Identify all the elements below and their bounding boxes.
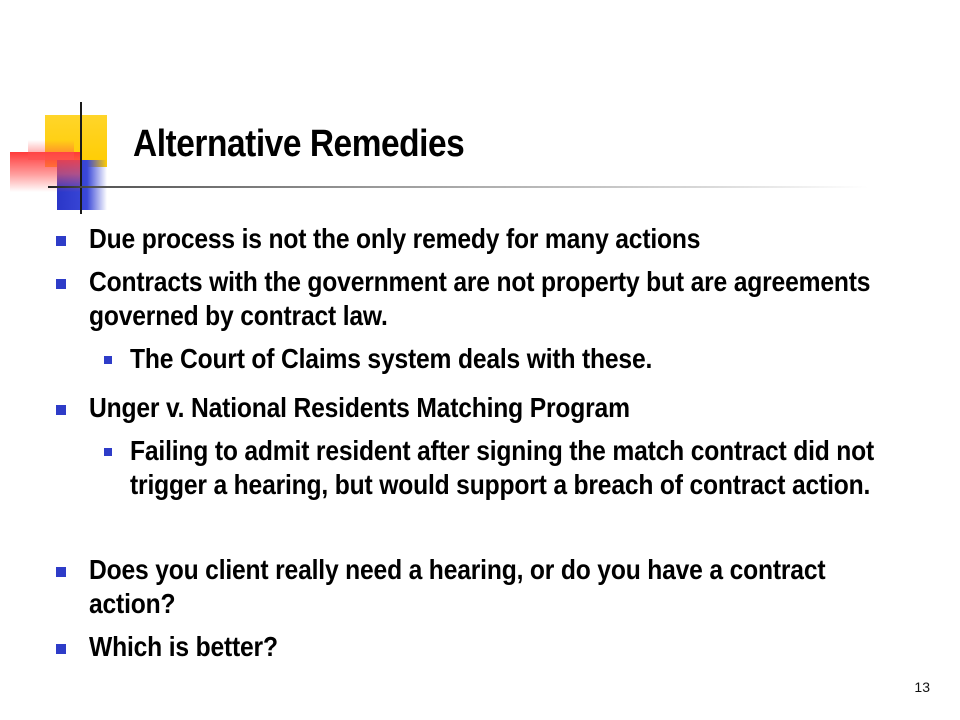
bullet-item: Due process is not the only remedy for m… [56, 222, 960, 256]
bullet-text: Contracts with the government are not pr… [89, 266, 871, 331]
square-bullet-icon [56, 236, 66, 246]
bullet-text: Which is better? [89, 631, 278, 662]
decorative-vertical-line [80, 102, 82, 214]
square-bullet-icon [104, 448, 112, 456]
bullet-text: Failing to admit resident after signing … [130, 435, 875, 500]
bullet-item: Unger v. National Residents Matching Pro… [56, 391, 960, 425]
page-number: 13 [914, 679, 930, 695]
square-bullet-icon [56, 279, 66, 289]
slide-title: Alternative Remedies [133, 123, 465, 165]
title-underline-divider [48, 186, 868, 188]
square-bullet-icon [56, 567, 66, 577]
square-bullet-icon [104, 356, 112, 364]
square-bullet-icon [56, 405, 66, 415]
bullet-text: Due process is not the only remedy for m… [89, 223, 701, 254]
bullet-item: Contracts with the government are not pr… [56, 265, 960, 333]
sub-bullet-item: The Court of Claims system deals with th… [104, 342, 960, 376]
bullet-text: The Court of Claims system deals with th… [130, 343, 653, 374]
square-bullet-icon [56, 644, 66, 654]
bullet-item: Does you client really need a hearing, o… [56, 553, 960, 621]
bullet-item: Which is better? [56, 630, 960, 664]
decorative-red-glow [28, 140, 74, 160]
bullet-text: Unger v. National Residents Matching Pro… [89, 392, 630, 423]
bullet-text: Does you client really need a hearing, o… [89, 554, 826, 619]
sub-bullet-item: Failing to admit resident after signing … [104, 434, 960, 502]
